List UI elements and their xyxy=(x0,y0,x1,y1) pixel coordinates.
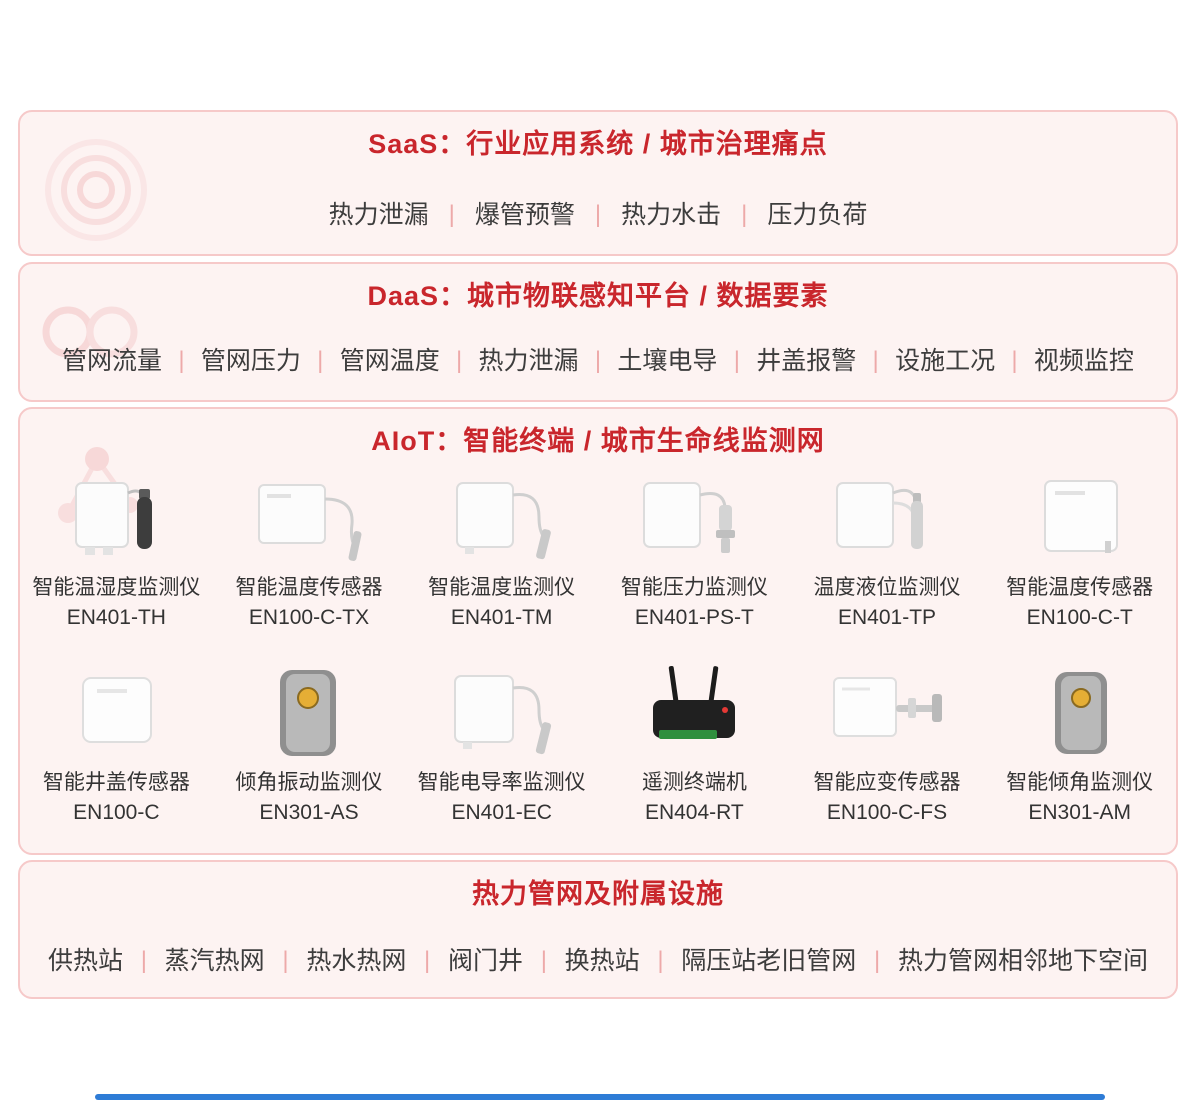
separator: | xyxy=(317,347,324,374)
separator: | xyxy=(657,947,664,974)
product-name: 遥测终端机 xyxy=(641,771,747,794)
product-card: 智能电导率监测仪 EN401-EC xyxy=(405,664,598,827)
daas-item: 管网温度 xyxy=(339,347,440,375)
product-card: 倾角振动监测仪 EN301-AS xyxy=(213,664,406,827)
product-name: 智能温湿度监测仪 xyxy=(32,576,201,599)
product-model: EN404-RT xyxy=(644,801,744,824)
product-card: 温度液位监测仪 EN401-TP xyxy=(791,469,984,632)
daas-title: DaaS：城市物联感知平台 / 数据要素 xyxy=(367,281,829,311)
saas-item: 压力负荷 xyxy=(767,201,868,229)
product-name: 智能压力监测仪 xyxy=(620,576,768,599)
aiot-product-row-1: 智能温湿度监测仪 EN401-TH 智能温度传感器 EN100-C-TX xyxy=(20,469,1176,632)
product-card: 智能温湿度监测仪 EN401-TH xyxy=(20,469,213,632)
product-model: EN301-AS xyxy=(259,801,359,824)
daas-item: 井盖报警 xyxy=(756,347,857,375)
device-image-en401-ec xyxy=(405,664,598,764)
product-name: 倾角振动监测仪 xyxy=(235,771,383,794)
product-name: 智能温度监测仪 xyxy=(428,576,576,599)
device-image-en301-am xyxy=(983,664,1176,764)
infra-items-row: 供热站 | 蒸汽热网 | 热水热网 | 阀门井 | 换热站 | 隔压站老旧管网 … xyxy=(20,946,1176,976)
device-image-en100-c-tx xyxy=(213,469,406,569)
product-model: EN301-AM xyxy=(1028,801,1132,824)
product-card: 智能压力监测仪 EN401-PS-T xyxy=(598,469,791,632)
separator: | xyxy=(448,201,455,228)
device-image-en401-tm xyxy=(405,469,598,569)
saas-item: 热力水击 xyxy=(621,201,722,229)
separator: | xyxy=(874,947,881,974)
product-model: EN401-TM xyxy=(450,606,553,629)
product-model: EN401-PS-T xyxy=(634,606,754,629)
product-card: 智能井盖传感器 EN100-C xyxy=(20,664,213,827)
saas-items-row: 热力泄漏 | 爆管预警 | 热力水击 | 压力负荷 xyxy=(20,200,1176,230)
infra-item: 阀门井 xyxy=(447,947,523,975)
target-swirl-icon xyxy=(45,139,147,241)
daas-item: 管网压力 xyxy=(200,347,301,375)
device-image-en401-ps-t xyxy=(598,469,791,569)
aiot-title: AIoT：智能终端 / 城市生命线监测网 xyxy=(371,426,825,456)
product-card: 智能温度监测仪 EN401-TM xyxy=(405,469,598,632)
device-image-en401-th xyxy=(20,469,213,569)
daas-band: DaaS：城市物联感知平台 / 数据要素 管网流量 | 管网压力 | 管网温度 … xyxy=(18,262,1178,402)
aiot-product-row-2: 智能井盖传感器 EN100-C 倾角振动监测仪 EN301-AS xyxy=(20,664,1176,827)
device-image-en100-c xyxy=(20,664,213,764)
daas-item: 设施工况 xyxy=(895,347,996,375)
product-model: EN100-C xyxy=(73,801,160,824)
saas-item: 热力泄漏 xyxy=(328,201,429,229)
infra-item: 供热站 xyxy=(48,947,124,975)
product-name: 智能倾角监测仪 xyxy=(1006,771,1154,794)
device-image-en100-c-t xyxy=(983,469,1176,569)
daas-item: 视频监控 xyxy=(1033,347,1134,375)
infra-item: 热水热网 xyxy=(306,947,407,975)
device-image-en404-rt xyxy=(598,664,791,764)
product-name: 智能电导率监测仪 xyxy=(417,771,586,794)
product-model: EN100-C-T xyxy=(1026,606,1133,629)
bottom-accent-line xyxy=(95,1094,1105,1100)
saas-band: SaaS：行业应用系统 / 城市治理痛点 热力泄漏 | 爆管预警 | 热力水击 … xyxy=(18,110,1178,256)
product-card: 遥测终端机 EN404-RT xyxy=(598,664,791,827)
product-name: 智能温度传感器 xyxy=(235,576,383,599)
product-card: 智能应变传感器 EN100-C-FS xyxy=(791,664,984,827)
separator: | xyxy=(733,347,740,374)
product-model: EN401-TH xyxy=(66,606,166,629)
product-name: 智能井盖传感器 xyxy=(42,771,190,794)
product-name: 智能应变传感器 xyxy=(813,771,961,794)
device-image-en301-as xyxy=(213,664,406,764)
product-model: EN401-TP xyxy=(838,606,937,629)
separator: | xyxy=(424,947,431,974)
daas-item: 土壤电导 xyxy=(617,347,718,375)
product-name: 温度液位监测仪 xyxy=(813,576,961,599)
product-card: 智能温度传感器 EN100-C-T xyxy=(983,469,1176,632)
saas-item: 爆管预警 xyxy=(474,201,575,229)
product-model: EN401-EC xyxy=(451,801,552,824)
infra-band: 热力管网及附属设施 供热站 | 蒸汽热网 | 热水热网 | 阀门井 | 换热站 … xyxy=(18,860,1178,999)
daas-items-row: 管网流量 | 管网压力 | 管网温度 | 热力泄漏 | 土壤电导 | 井盖报警 … xyxy=(20,346,1176,376)
infra-item: 换热站 xyxy=(564,947,640,975)
separator: | xyxy=(741,201,748,228)
saas-title: SaaS：行业应用系统 / 城市治理痛点 xyxy=(368,129,828,159)
product-model: EN100-C-FS xyxy=(826,801,948,824)
separator: | xyxy=(594,347,602,374)
separator: | xyxy=(456,347,463,374)
device-image-en100-c-fs xyxy=(791,664,984,764)
infra-item: 隔压站老旧管网 xyxy=(681,947,857,975)
device-image-en401-tp xyxy=(791,469,984,569)
aiot-band: AIoT：智能终端 / 城市生命线监测网 智能温湿度监测仪 EN401-TH xyxy=(18,407,1178,855)
product-model: EN100-C-TX xyxy=(248,606,370,629)
product-card: 智能温度传感器 EN100-C-TX xyxy=(213,469,406,632)
product-name: 智能温度传感器 xyxy=(1006,576,1154,599)
separator: | xyxy=(872,347,879,374)
separator: | xyxy=(594,201,602,228)
infra-title: 热力管网及附属设施 xyxy=(472,879,724,909)
daas-item: 热力泄漏 xyxy=(478,347,579,375)
separator: | xyxy=(540,947,547,974)
separator: | xyxy=(140,947,147,974)
infra-item: 热力管网相邻地下空间 xyxy=(897,947,1148,975)
separator: | xyxy=(178,347,185,374)
separator: | xyxy=(282,947,289,974)
daas-item: 管网流量 xyxy=(62,347,163,375)
infra-item: 蒸汽热网 xyxy=(164,947,265,975)
separator: | xyxy=(1011,347,1018,374)
product-card: 智能倾角监测仪 EN301-AM xyxy=(983,664,1176,827)
infinity-icon xyxy=(42,306,138,358)
